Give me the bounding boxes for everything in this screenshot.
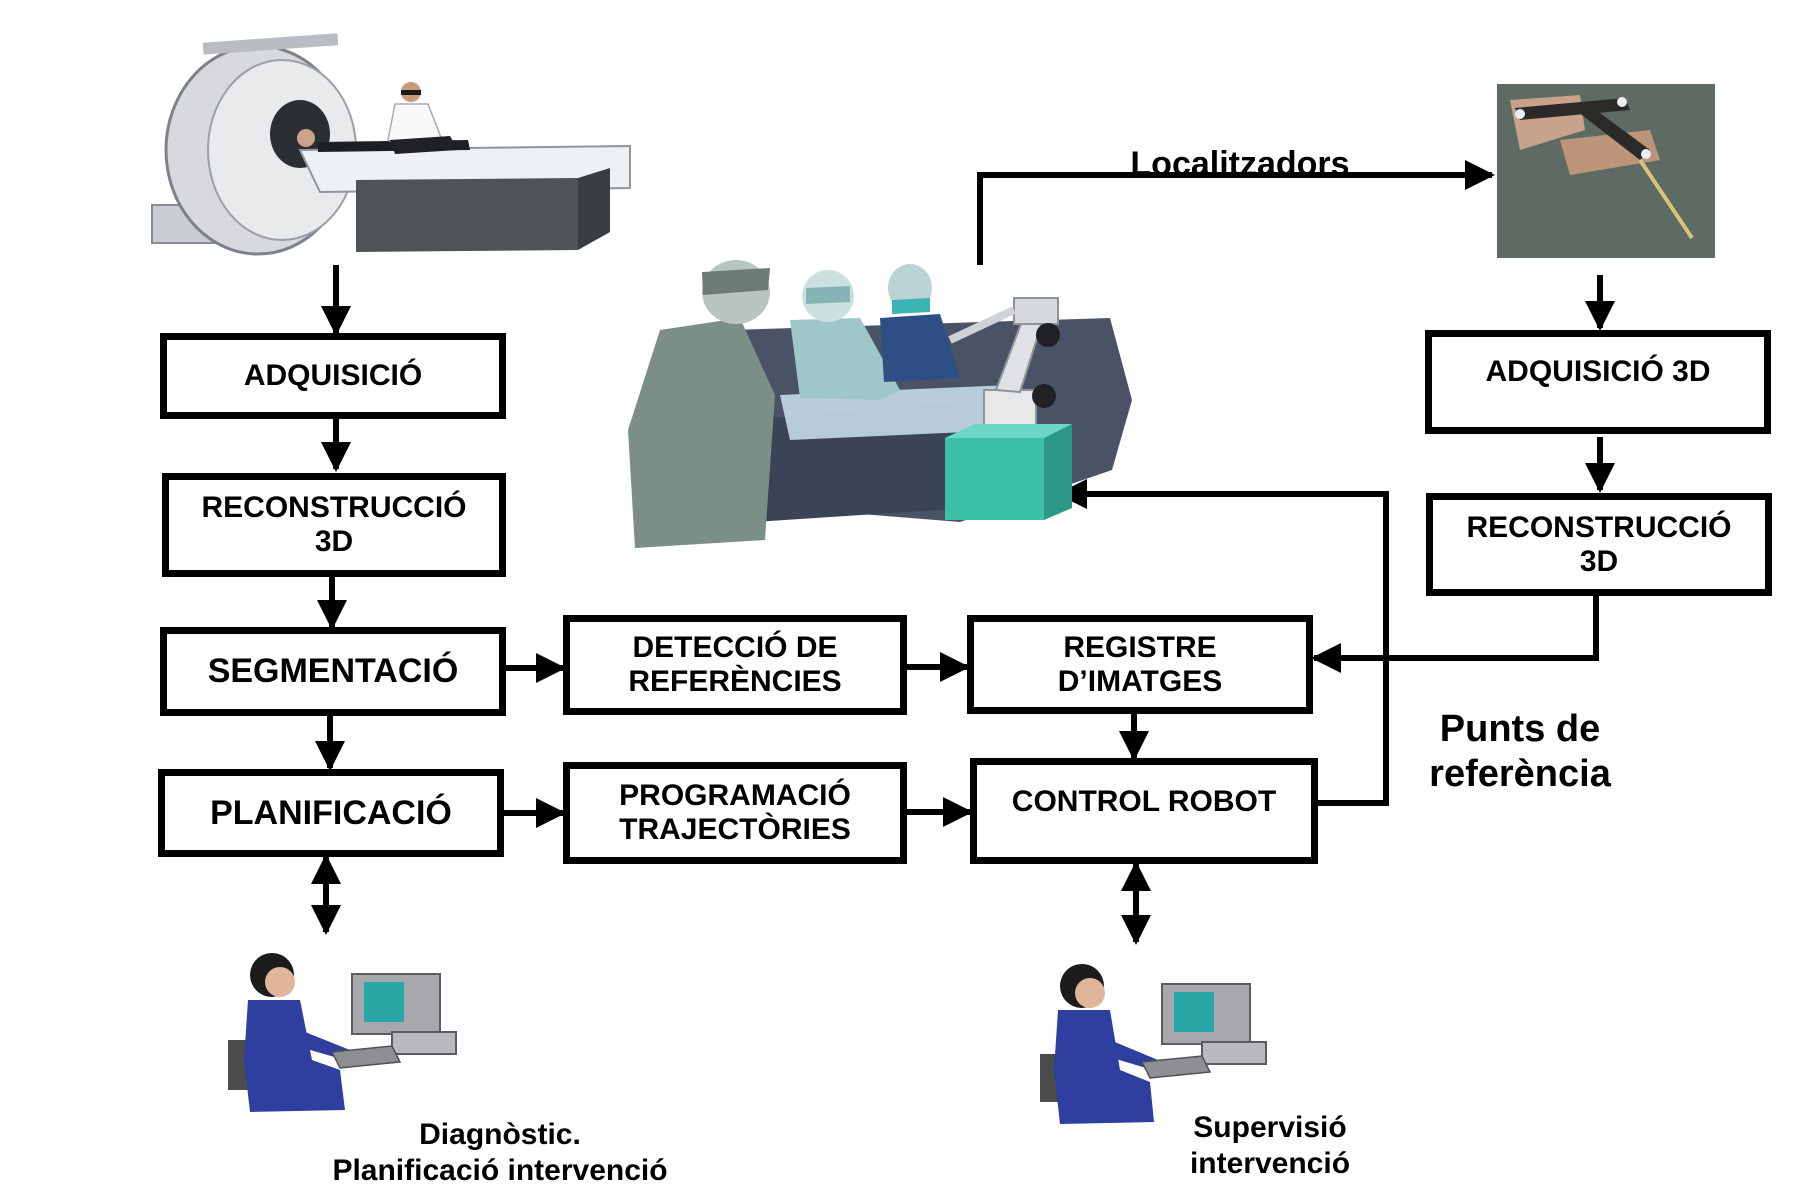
- box-deteccio: DETECCIÓ DE REFERÈNCIES: [563, 615, 907, 715]
- box-control-robot: CONTROL ROBOT: [970, 758, 1318, 864]
- box-planificacio-label: PLANIFICACIÓ: [210, 793, 452, 832]
- arrow-reconstruccio-to-registre: [1311, 596, 1599, 673]
- computer-operator-icon-right: [1040, 964, 1267, 1124]
- robotic-surgery-image: [628, 260, 1132, 548]
- box-adquisicio-3d: ADQUISICIÓ 3D: [1425, 330, 1771, 434]
- box-registre-label: REGISTRE D’IMATGES: [1057, 630, 1223, 698]
- label-localitzadors-text: Localitzadors: [1130, 145, 1350, 184]
- label-supervisio: Supervisió intervenció: [1170, 1075, 1370, 1181]
- box-adquisicio-label: ADQUISICIÓ: [243, 359, 423, 393]
- label-punts-referencia-text: Punts de referència: [1429, 707, 1611, 795]
- box-adquisicio: ADQUISICIÓ: [160, 333, 506, 419]
- box-segmentacio-label: SEGMENTACIÓ: [207, 652, 459, 691]
- label-diagnostic: Diagnòstic. Planificació intervenció: [300, 1082, 700, 1188]
- label-localitzadors: Localitzadors: [1100, 104, 1380, 184]
- arrow-surgery-to-localizer: [977, 160, 1495, 265]
- mri-scanner-image: [151, 33, 631, 256]
- box-reconstruccio-right: RECONSTRUCCIÓ 3D: [1426, 493, 1772, 596]
- box-registre: REGISTRE D’IMATGES: [967, 615, 1313, 714]
- box-reconstruccio-right-label: RECONSTRUCCIÓ 3D: [1466, 510, 1732, 578]
- arrow-control-to-robot: [1057, 479, 1389, 806]
- box-planificacio: PLANIFICACIÓ: [158, 769, 504, 857]
- box-programacio-label: PROGRAMACIÓ TRAJECTÒRIES: [619, 779, 851, 846]
- box-segmentacio: SEGMENTACIÓ: [160, 627, 506, 716]
- box-deteccio-label: DETECCIÓ DE REFERÈNCIES: [628, 631, 842, 698]
- label-diagnostic-text: Diagnòstic. Planificació intervenció: [332, 1118, 668, 1187]
- box-reconstruccio-left-label: RECONSTRUCCIÓ 3D: [201, 491, 467, 558]
- computer-operator-icon-left: [228, 953, 457, 1112]
- box-control-robot-label: CONTROL ROBOT: [1011, 785, 1277, 818]
- box-reconstruccio-left: RECONSTRUCCIÓ 3D: [162, 473, 506, 577]
- box-programacio: PROGRAMACIÓ TRAJECTÒRIES: [563, 762, 907, 864]
- label-supervisio-text: Supervisió intervenció: [1189, 1111, 1351, 1180]
- box-adquisicio-3d-label: ADQUISICIÓ 3D: [1485, 355, 1711, 388]
- label-punts-referencia: Punts de referència: [1380, 662, 1660, 796]
- localizer-pointer-image: [1497, 84, 1715, 258]
